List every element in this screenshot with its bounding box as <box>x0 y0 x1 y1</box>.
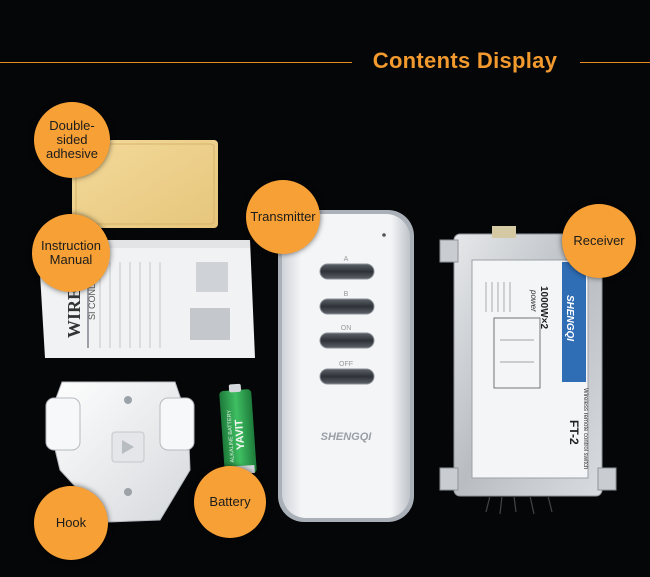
receiver-power-label: power <box>529 289 538 312</box>
callout-receiver: Receiver <box>562 204 636 278</box>
callout-adhesive-label: Double- sided adhesive <box>45 118 99 161</box>
receiver-power: 1000W×2 <box>538 286 549 330</box>
manual-subheading: SI CONDU <box>87 276 97 320</box>
callout-battery: Battery <box>194 466 266 538</box>
remote-button-off-label: OFF <box>339 361 353 368</box>
callout-hook-label: Hook <box>55 515 87 530</box>
remote-button-b-label: B <box>344 291 349 298</box>
battery-text: ALKALINE BATTERY <box>226 409 236 462</box>
remote-button-off[interactable] <box>319 368 375 385</box>
remote-button-a-label: A <box>344 256 349 263</box>
remote-button-on-label: ON <box>341 325 352 332</box>
remote-button-b[interactable] <box>319 298 375 315</box>
remote-button-on[interactable] <box>319 332 375 349</box>
header-rule-left <box>0 62 352 63</box>
callout-receiver-label: Receiver <box>573 233 625 248</box>
receiver-brand: SHENGQI <box>564 295 575 341</box>
callout-manual: Instruction Manual <box>32 214 110 292</box>
remote-transmitter: A B ON OFF SHENGQI <box>278 210 414 522</box>
callout-transmitter: Transmitter <box>246 180 320 254</box>
callout-hook: Hook <box>34 486 108 560</box>
callout-transmitter-label: Transmitter <box>250 209 316 224</box>
receiver-model: FT-2 <box>567 420 581 445</box>
battery-brand: YAVIT <box>233 419 247 451</box>
receiver-subtitle: Wireless remote control switch <box>582 388 588 469</box>
page-title: Contents Display <box>372 48 558 73</box>
hook <box>45 381 195 523</box>
callout-manual-label: Instruction Manual <box>41 238 101 267</box>
callout-battery-label: Battery <box>209 494 251 509</box>
callout-adhesive: Double- sided adhesive <box>34 102 110 178</box>
adhesive-pad <box>72 140 218 228</box>
header-rule-right <box>580 62 650 63</box>
remote-button-group: A B ON OFF <box>319 256 375 385</box>
receiver: SHENGQI 1000W×2 power FT-2 Wireless remo… <box>439 226 617 515</box>
remote-button-a[interactable] <box>319 263 375 280</box>
battery: YAVIT ALKALINE BATTERY <box>219 383 257 475</box>
remote-brand: SHENGQI <box>321 431 373 443</box>
